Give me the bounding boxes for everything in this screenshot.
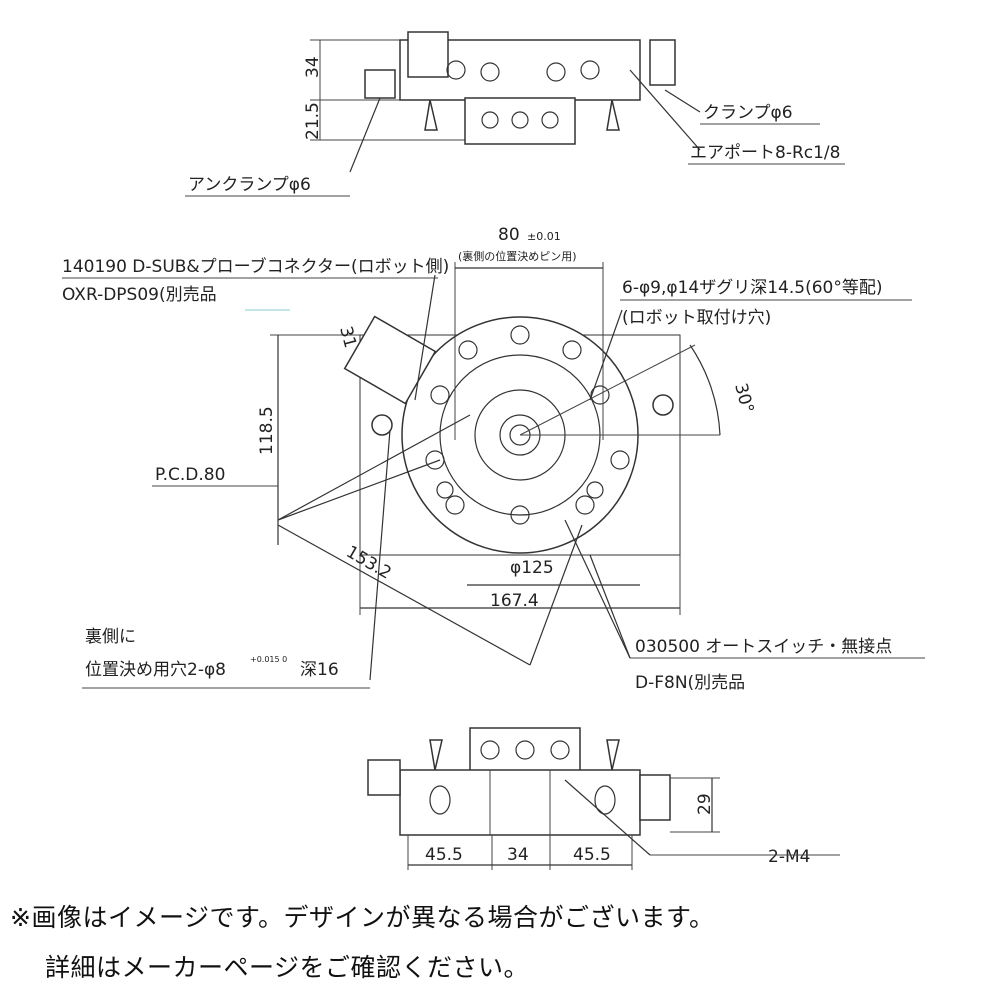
back-tolerance: +0.015 0 bbox=[250, 655, 287, 664]
dim-118-5: 118.5 bbox=[257, 406, 277, 455]
connector-label: 140190 D-SUB&プローブコネクター(ロボット側) bbox=[62, 256, 449, 277]
clamp-label: クランプφ6 bbox=[703, 103, 793, 123]
angle-30: 30° bbox=[730, 381, 757, 415]
mounting-holes bbox=[425, 325, 630, 525]
top-view: 34 21.5 クランプφ6 エアポート8-Rc1/8 アンクランプφ6 bbox=[185, 31, 845, 197]
dim-31: 31 bbox=[335, 324, 360, 350]
switch-label: 030500 オートスイッチ・無接点 bbox=[635, 637, 892, 657]
m4-label: 2-M4 bbox=[768, 847, 810, 867]
back-depth: 深16 bbox=[300, 660, 339, 680]
front-view: 45.5 34 45.5 29 2-M4 bbox=[367, 727, 840, 870]
dim-167-4: 167.4 bbox=[490, 591, 539, 611]
footer-note-line-1: ※画像はイメージです。デザインが異なる場合がございます。 bbox=[10, 903, 715, 932]
plan-view: 80 ±0.01 (裏側の位置決めピン用) 140190 D-SUB&プローブコ… bbox=[62, 225, 925, 693]
back-label-2: 位置決め用穴2-φ8 bbox=[85, 660, 226, 680]
dim-21-5: 21.5 bbox=[303, 102, 323, 140]
dim-34-front: 34 bbox=[507, 845, 529, 865]
airport-label: エアポート8-Rc1/8 bbox=[690, 143, 840, 163]
dim-80: 80 bbox=[498, 225, 520, 245]
holes-label: 6-φ9,φ14ザグリ深14.5(60°等配) bbox=[622, 278, 882, 298]
connector-model: OXR-DPS09(別売品 bbox=[62, 285, 217, 305]
dim-125: φ125 bbox=[510, 558, 554, 578]
holes-note: (ロボット取付け穴) bbox=[622, 308, 771, 328]
dim-29: 29 bbox=[695, 793, 715, 815]
switch-model: D-F8N(別売品 bbox=[635, 673, 745, 693]
dim-45-5-left: 45.5 bbox=[425, 845, 463, 865]
footer-note-line-2: 詳細はメーカーページをご確認ください。 bbox=[45, 953, 530, 982]
back-label-1: 裏側に bbox=[85, 626, 136, 647]
dim-34-top: 34 bbox=[303, 56, 323, 78]
dim-80-note: (裏側の位置決めピン用) bbox=[458, 249, 577, 263]
pcd-label: P.C.D.80 bbox=[155, 465, 225, 485]
dim-80-tolerance: ±0.01 bbox=[527, 230, 561, 243]
dim-45-5-right: 45.5 bbox=[573, 845, 611, 865]
unclamp-label: アンクランプφ6 bbox=[188, 175, 311, 195]
